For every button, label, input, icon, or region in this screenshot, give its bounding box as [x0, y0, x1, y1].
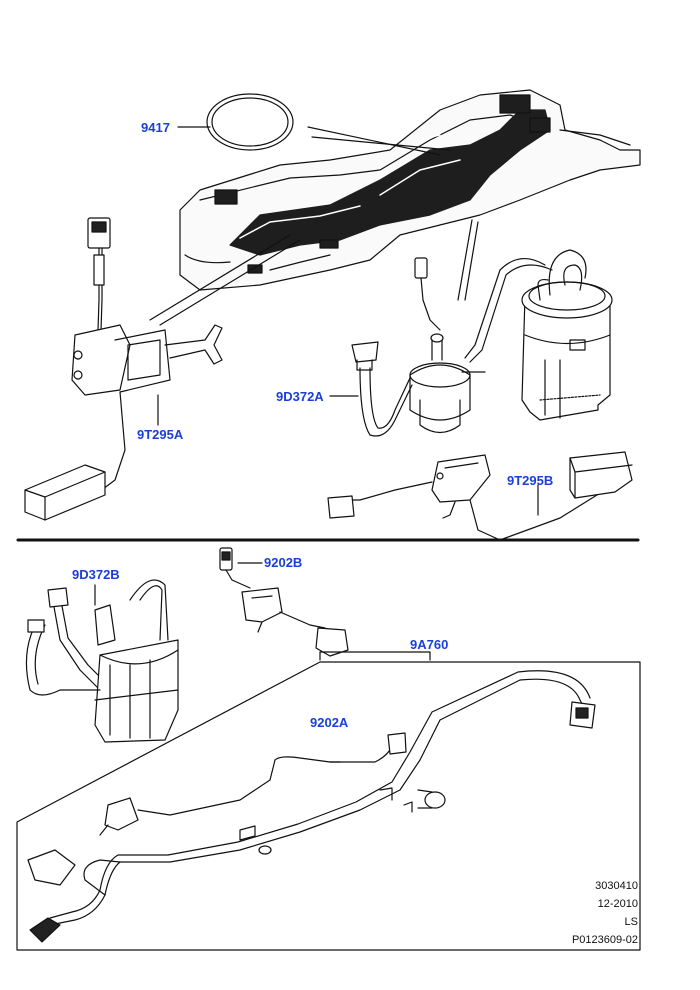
drawing-code: 3030410 — [595, 880, 638, 892]
sender-unit-9202B — [219, 547, 349, 657]
callout-9T295B: 9T295B — [507, 473, 554, 488]
drawing-date: 12-2010 — [597, 898, 638, 910]
drawing-initials: LS — [624, 916, 638, 928]
callout-9417: 9417 — [141, 120, 170, 135]
callout-9T295A: 9T295A — [137, 427, 184, 442]
seal-ring-9417 — [177, 93, 294, 151]
callout-9D372B: 9D372B — [72, 567, 120, 582]
pump-module-9D372A — [329, 249, 613, 437]
sender-unit-9T295B — [327, 451, 633, 541]
callout-9202B: 9202B — [264, 555, 303, 570]
sender-unit-9T295A — [24, 217, 223, 521]
harness-panel-9A760 — [16, 651, 641, 951]
drawing-reference: P0123609-02 — [571, 934, 638, 946]
callout-9D372A: 9D372A — [276, 389, 324, 404]
callout-9A760: 9A760 — [410, 637, 449, 652]
fuel-tank — [149, 89, 641, 326]
callout-9202A: 9202A — [310, 715, 349, 730]
pump-module-9D372B — [25, 579, 179, 743]
